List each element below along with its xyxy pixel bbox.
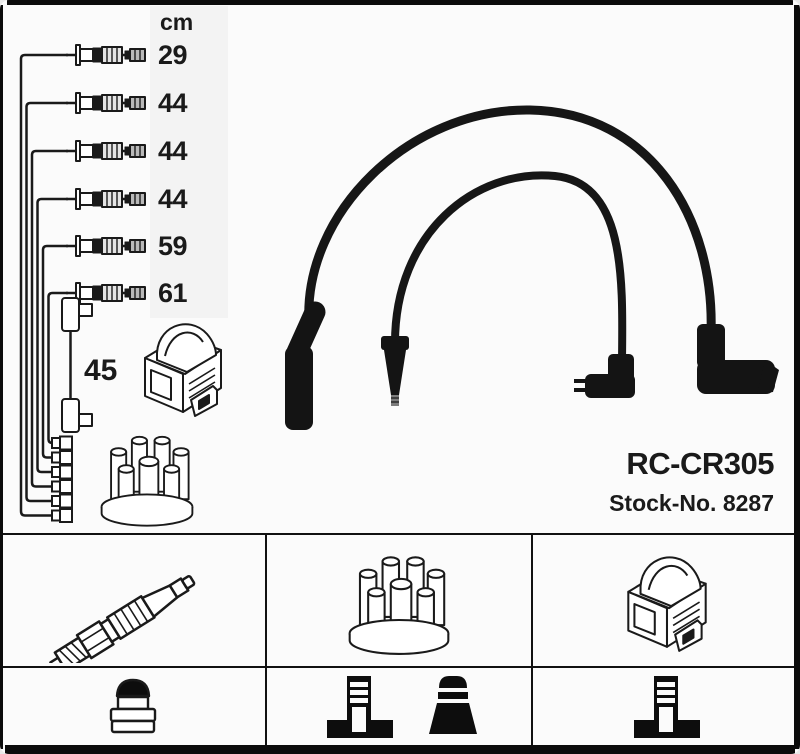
ignition-coil-icon bbox=[626, 555, 707, 652]
coil-lead-cable-icon bbox=[61, 297, 93, 433]
plug-terminal-connector-icon bbox=[109, 678, 156, 733]
cable-length-label-3: 44 bbox=[158, 136, 188, 166]
pedestal-connector-icon bbox=[633, 675, 700, 738]
legend-cell-ignition-coil bbox=[533, 535, 800, 666]
stock-number: Stock-No. 8287 bbox=[609, 490, 774, 516]
cable-length-label-6: 61 bbox=[158, 278, 188, 308]
scan-artifact-strip bbox=[150, 6, 228, 318]
frame-edge-top bbox=[7, 0, 793, 5]
legend-cell-coil-connector bbox=[533, 666, 800, 745]
spark-plug-cable-icon bbox=[66, 234, 147, 258]
legend-cell-terminal-connector bbox=[0, 666, 267, 745]
distributor-cap-icon bbox=[100, 435, 194, 527]
frame-edge-left bbox=[0, 5, 3, 749]
spark-plug-icon bbox=[48, 574, 195, 663]
legend-cell-cap-connectors bbox=[267, 666, 533, 745]
cable-length-label-5: 59 bbox=[158, 231, 188, 261]
spark-plug-cable-icon bbox=[66, 91, 147, 115]
spark-plug-cable-icon bbox=[66, 139, 147, 163]
part-number: RC-CR305 bbox=[626, 446, 774, 481]
ignition-coil-icon bbox=[144, 323, 222, 417]
component-legend-grid bbox=[0, 533, 800, 745]
spark-plug-cable-icon bbox=[66, 43, 147, 67]
legend-cell-spark-plug bbox=[0, 535, 267, 666]
frame-edge-bottom bbox=[5, 745, 795, 754]
legend-cell-distributor-cap bbox=[267, 535, 533, 666]
unit-label: cm bbox=[160, 9, 194, 35]
cone-connector-icon bbox=[429, 675, 477, 734]
coil-wire-length-label: 45 bbox=[84, 354, 118, 387]
distributor-cap-icon bbox=[348, 555, 450, 655]
spark-plug-cable-icon bbox=[66, 187, 147, 211]
pedestal-connector-icon bbox=[327, 675, 393, 738]
cable-length-label-1: 29 bbox=[158, 40, 188, 70]
wiring-harness-diagram bbox=[19, 53, 73, 523]
ignition-cable-set-photo bbox=[285, 105, 779, 430]
cable-length-label-4: 44 bbox=[158, 184, 188, 214]
frame-edge-right bbox=[794, 5, 800, 749]
cable-length-label-2: 44 bbox=[158, 88, 188, 118]
